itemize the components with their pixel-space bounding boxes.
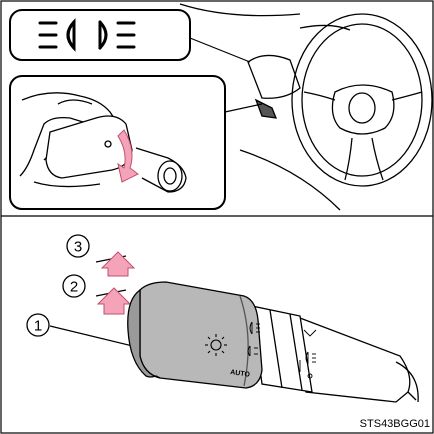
callout-3: 3 bbox=[67, 235, 89, 257]
top-panel bbox=[10, 4, 432, 210]
callout-pointer-top bbox=[190, 38, 250, 62]
arrow-up-icon bbox=[98, 288, 130, 314]
callout-3-label: 3 bbox=[74, 239, 82, 256]
callout-2-label: 2 bbox=[70, 279, 78, 296]
callout-1-label: 1 bbox=[34, 318, 42, 335]
callout-1: 1 bbox=[27, 314, 49, 336]
light-switch-stalk: AUTO bbox=[128, 282, 418, 402]
figure-code: STS43BGG01 bbox=[360, 418, 430, 430]
bottom-panel: 3 2 1 bbox=[27, 235, 430, 430]
callout-pointer-bottom bbox=[225, 104, 262, 112]
callout-2: 2 bbox=[63, 275, 85, 297]
arrow-up-icon bbox=[102, 252, 134, 276]
